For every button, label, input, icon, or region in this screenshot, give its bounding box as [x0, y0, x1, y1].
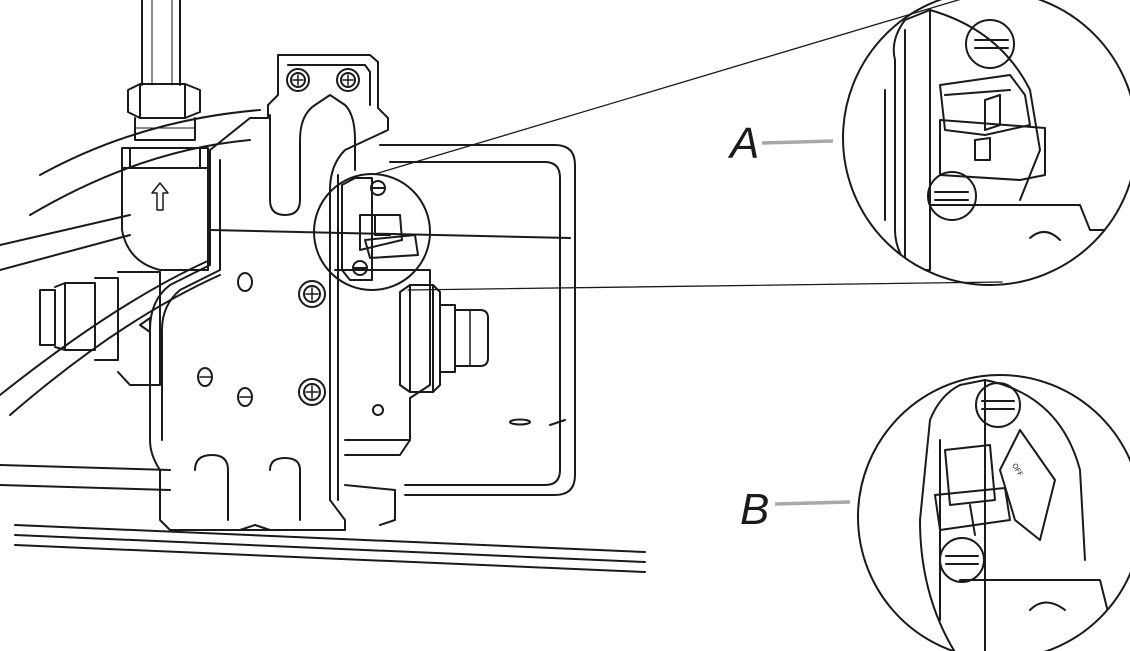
detail-circle — [313, 173, 431, 291]
bracket-holes — [197, 272, 253, 407]
label-a: A — [727, 119, 759, 168]
valve-body — [334, 269, 431, 526]
gas-pipe — [141, 0, 181, 86]
label-b-leader — [774, 500, 851, 506]
lever-marking-text: OFF — [1010, 462, 1024, 478]
pipe-nut — [127, 83, 201, 141]
appliance-panel — [0, 109, 646, 573]
up-arrow-icon — [151, 182, 169, 211]
phillips-screw-icon — [286, 68, 360, 406]
inlet-fitting — [39, 271, 161, 386]
callout-a: A — [727, 119, 834, 168]
label-a-leader — [761, 139, 834, 145]
callout-b-detail: OFF — [857, 374, 1130, 651]
mounting-bracket — [149, 54, 389, 531]
elbow-fitting — [121, 147, 209, 271]
outlet-fitting — [399, 284, 489, 393]
label-b: B — [740, 485, 769, 534]
callout-b: B — [740, 485, 851, 534]
zoom-leaders — [374, 0, 1003, 291]
callout-a-detail — [842, 0, 1130, 286]
